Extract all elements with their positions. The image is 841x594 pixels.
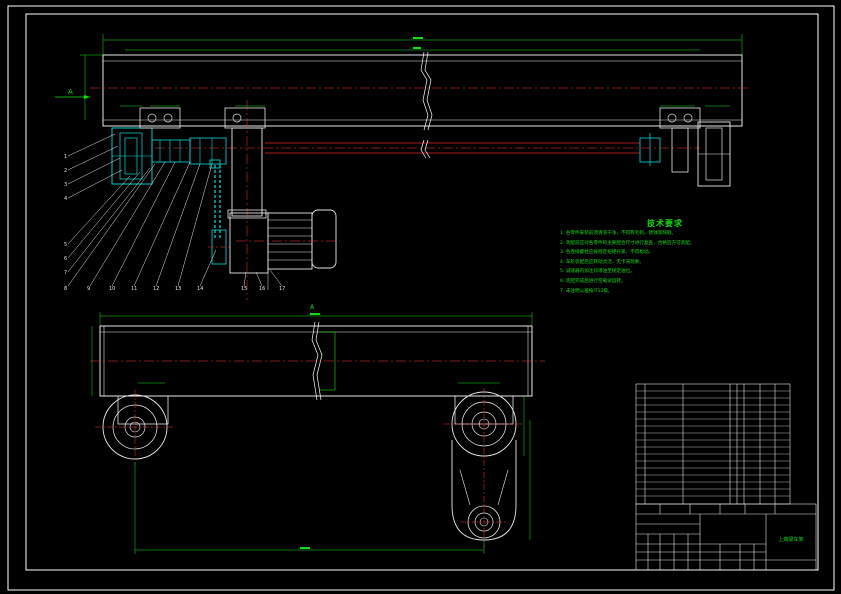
bom-table <box>635 383 791 505</box>
callout-number: 10 <box>109 286 115 292</box>
callout-number: 4 <box>64 196 67 202</box>
callout-number: 11 <box>131 286 137 292</box>
technical-requirement-item: 2. 装配前应对各零件的主要配合尺寸进行复查，合格后方可装配。 <box>560 240 695 246</box>
callout-number: 1 <box>64 154 67 160</box>
top-view <box>55 34 750 300</box>
technical-requirement-item: 5. 减速器内加注润滑油至规定油位。 <box>560 269 635 275</box>
section-marker-a: A <box>68 88 73 96</box>
section-label-a: A <box>310 304 315 311</box>
right-wheel-gearbox <box>444 388 524 548</box>
callout-number: 8 <box>64 286 67 292</box>
title-block <box>635 503 817 571</box>
callout-number: 6 <box>64 256 67 262</box>
callout-number: 16 <box>259 286 265 292</box>
callout-number: 2 <box>64 168 67 174</box>
callout-number: 7 <box>64 270 67 276</box>
technical-requirement-item: 4. 车轮装配后应转动灵活，无卡滞现象。 <box>560 259 644 265</box>
left-wheel <box>95 390 175 465</box>
title-block-drawing-title: 上端梁车架 <box>778 536 803 543</box>
callout-number: 5 <box>64 242 67 248</box>
callout-number: 9 <box>87 286 90 292</box>
callout-number: 14 <box>197 286 203 292</box>
front-view <box>90 312 545 554</box>
bom-rows <box>636 390 790 497</box>
callout-number: 15 <box>241 286 247 292</box>
drawing-frame <box>25 13 819 571</box>
motor <box>229 209 340 290</box>
technical-requirement-item: 6. 装配完成后进行空载试运转。 <box>560 278 626 284</box>
technical-requirements-title: 技术要求 <box>647 219 683 228</box>
top-beam <box>102 54 743 127</box>
sheet-border <box>7 5 835 591</box>
technical-requirement-item: 7. 未注明公差按IT12级。 <box>560 288 613 294</box>
technical-requirement-item: 3. 各连接螺栓应按规定扭矩拧紧，不得松动。 <box>560 250 654 256</box>
callout-number: 12 <box>153 286 159 292</box>
callout-number: 3 <box>64 182 67 188</box>
callout-number: 17 <box>279 286 285 292</box>
callout-number: 13 <box>175 286 181 292</box>
technical-requirements: 技术要求 1. 各零件安装前须清洗干净，不得有毛刺、锈蚀等缺陷。 2. 装配前应对… <box>560 218 830 296</box>
technical-requirement-item: 1. 各零件安装前须清洗干净，不得有毛刺、锈蚀等缺陷。 <box>560 231 677 236</box>
